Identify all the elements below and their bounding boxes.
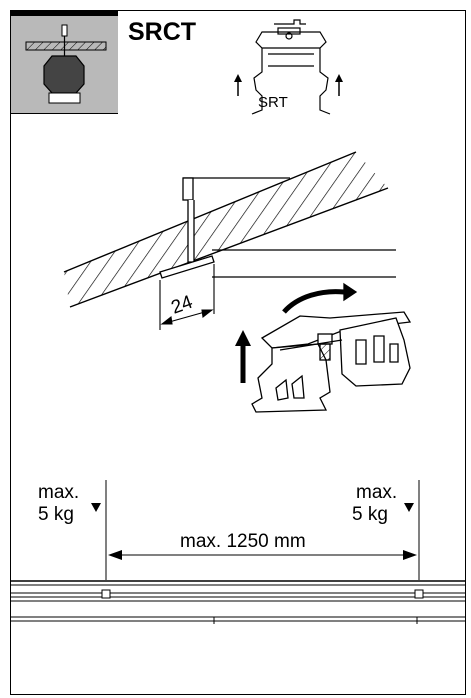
span-arrow-right: [403, 550, 417, 560]
right-max-label: max.: [356, 482, 397, 503]
track-rail-lines: [212, 249, 396, 278]
left-mount-clip: [101, 589, 111, 599]
adapter-bracket: [159, 177, 290, 279]
top-bar: [10, 10, 118, 16]
left-weight-arrow: [91, 503, 101, 512]
product-code: SRCT: [128, 18, 196, 46]
profile-up-arrows: [234, 74, 343, 96]
right-weight-arrow: [404, 503, 414, 512]
right-weight-label: 5 kg: [352, 504, 388, 525]
adapter-detail: [251, 282, 412, 413]
span-arrow-left: [108, 550, 122, 560]
left-weight-label: 5 kg: [38, 504, 74, 525]
dimension-24: [159, 264, 215, 330]
push-up-arrow: [235, 330, 251, 383]
right-mount-clip: [414, 589, 424, 599]
left-max-label: max.: [38, 482, 79, 503]
span-label: max. 1250 mm: [180, 531, 306, 552]
profile-label: SRT: [258, 94, 288, 111]
pendant-thumbnail: [11, 16, 118, 113]
sloped-ceiling: [63, 151, 389, 308]
track-profile-icon: [251, 19, 331, 115]
track-rail: [11, 580, 465, 624]
